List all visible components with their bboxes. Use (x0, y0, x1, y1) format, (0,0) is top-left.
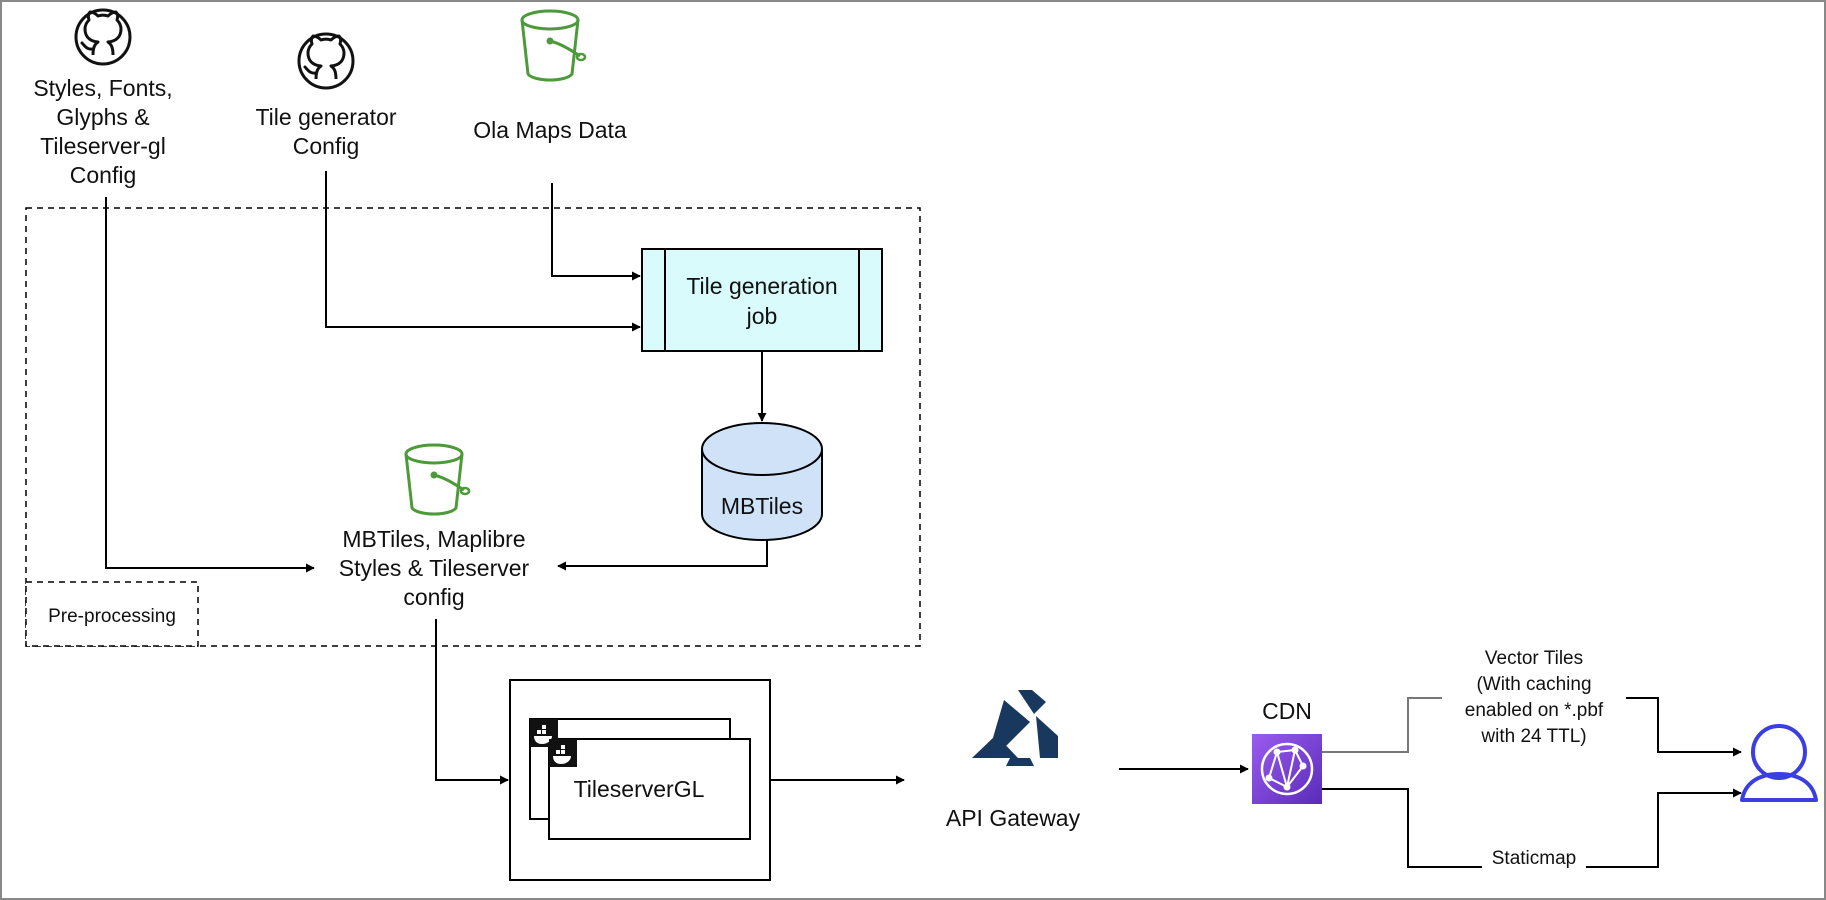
tile-job-line-2: job (746, 303, 778, 329)
edge-cdn-vector-tiles-a (1322, 697, 1442, 753)
cdn[interactable]: CDN (1252, 698, 1322, 804)
edge-cdn-vector-tiles-b (1626, 697, 1742, 757)
mbtiles-bundle-bucket[interactable]: MBTiles, Maplibre Styles & Tileserver co… (339, 443, 530, 610)
preprocessing-label-box (25, 581, 199, 647)
preprocessing-group[interactable] (25, 207, 921, 647)
vector-tiles-line-4: with 24 TTL) (1480, 726, 1586, 747)
s3-bucket-icon (404, 443, 471, 516)
mbtiles-label: MBTiles (721, 493, 803, 519)
api-gateway[interactable]: API Gateway (946, 690, 1081, 831)
styles-fonts-source[interactable]: Styles, Fonts, Glyphs & Tileserver-gl Co… (33, 8, 173, 188)
container-instance (548, 738, 751, 840)
cloudfront-icon (1252, 734, 1322, 804)
tileservergl-label: TileserverGL (574, 776, 705, 802)
edge-ola-data-to-job (551, 183, 641, 281)
docker-icon (530, 719, 558, 747)
bundle-line-2: Styles & Tileserver (339, 555, 530, 581)
tile-generator-config-source[interactable]: Tile generator Config (255, 32, 397, 159)
ola-maps-data-label: Ola Maps Data (473, 117, 627, 143)
user-icon[interactable] (1740, 724, 1818, 802)
vector-tiles-line-3: enabled on *.pbf (1465, 700, 1604, 721)
styles-fonts-line-1: Styles, Fonts, (33, 75, 172, 101)
edge-bundle-to-tileserver (435, 619, 509, 785)
vector-tiles-edge-label: Vector Tiles (With caching enabled on *.… (1465, 648, 1604, 747)
tile-generator-line-1: Tile generator (255, 104, 396, 130)
cdn-label: CDN (1262, 698, 1312, 724)
tileservergl-container[interactable]: TileserverGL (509, 679, 771, 881)
docker-icon (549, 739, 577, 767)
preprocessing-label: Pre-processing (48, 606, 176, 627)
api-gateway-label: API Gateway (946, 805, 1081, 831)
styles-fonts-line-4: Config (70, 162, 136, 188)
s3-bucket-icon (520, 9, 587, 82)
edge-tilegen-config-to-job (325, 171, 641, 332)
edge-cdn-staticmap-b (1586, 788, 1742, 868)
github-icon (297, 32, 355, 90)
bundle-line-3: config (403, 584, 464, 610)
tile-generation-job[interactable]: Tile generation job (641, 248, 883, 352)
styles-fonts-line-3: Tileserver-gl (40, 133, 166, 159)
vector-tiles-line-1: Vector Tiles (1485, 648, 1583, 669)
tile-generator-line-2: Config (293, 133, 359, 159)
vector-tiles-line-2: (With caching (1476, 674, 1591, 695)
ola-maps-data-source[interactable]: Ola Maps Data (473, 9, 627, 143)
kong-gateway-icon (972, 690, 1058, 766)
tile-job-line-1: Tile generation (686, 273, 837, 299)
mbtiles-database[interactable]: MBTiles (701, 422, 823, 541)
edge-cdn-staticmap-a (1322, 788, 1482, 868)
bundle-line-1: MBTiles, Maplibre (342, 526, 525, 552)
staticmap-edge-label: Staticmap (1492, 848, 1576, 869)
edge-styles-to-bundle (105, 197, 315, 573)
edge-mbtiles-to-bundle (557, 540, 768, 571)
styles-fonts-line-2: Glyphs & (56, 104, 149, 130)
github-icon (74, 8, 132, 66)
